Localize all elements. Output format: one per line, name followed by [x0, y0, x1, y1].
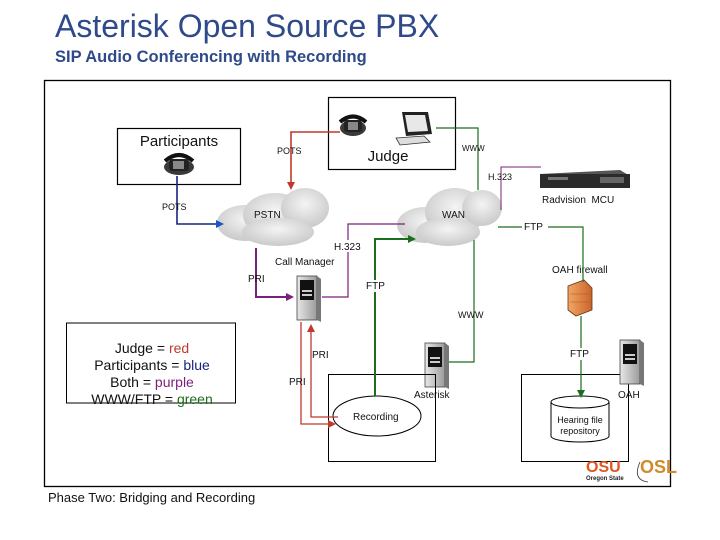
arrow-rec-red	[328, 420, 336, 428]
pots-participants-label: POTS	[162, 202, 187, 212]
recording-label: Recording	[353, 412, 399, 423]
cm-h323-line	[322, 223, 405, 298]
call-manager-server-icon	[296, 275, 321, 322]
repository-cylinder-icon	[550, 395, 610, 443]
asterisk-www-line	[449, 240, 475, 363]
ftp-recording-label: FTP	[366, 281, 385, 292]
arrow-cm-purple	[286, 293, 294, 301]
recording-ftp-line	[374, 238, 412, 396]
participants-pots-line	[176, 176, 220, 225]
judge-www-line	[436, 127, 479, 190]
pstn-label: PSTN	[254, 210, 281, 221]
judge-pots-line	[290, 131, 340, 186]
participants-label: Participants	[140, 133, 218, 150]
judge-label: Judge	[368, 148, 409, 165]
osu-logo-subtext: Oregon State	[586, 476, 624, 482]
oah-firewall-label: OAH firewall	[552, 265, 608, 276]
pri-up-label: PRI	[312, 350, 329, 361]
diagram-caption: Phase Two: Bridging and Recording	[48, 490, 256, 505]
arrow-repo-green	[577, 390, 585, 398]
page-subtitle: SIP Audio Conferencing with Recording	[55, 48, 367, 66]
h323-cm-label: H.323	[334, 242, 361, 253]
pri-up-line	[310, 328, 338, 418]
asterisk-label: Asterisk	[414, 390, 451, 401]
recording-box	[328, 374, 436, 462]
arrow-pstn-red	[287, 182, 295, 190]
legend-www-ftp: WWW/FTP = green	[91, 391, 213, 407]
pri-pstn-label: PRI	[248, 274, 265, 285]
legend-participants: Participants = blue	[94, 357, 210, 373]
recording-ellipse	[332, 395, 422, 437]
osl-logo: OSL	[640, 457, 677, 477]
wan-cloud	[397, 188, 502, 246]
arrow-pstn-blue	[216, 220, 224, 228]
oah-label: OAH	[618, 390, 640, 401]
pstn-cloud	[217, 188, 329, 246]
repository-label-2: repository	[560, 426, 600, 436]
call-manager-label: Call Manager	[275, 257, 335, 268]
legend-both: Both = purple	[110, 374, 194, 390]
judge-phone-icon	[338, 114, 368, 136]
asterisk-server-icon	[424, 342, 449, 389]
www-judge-label: WWW	[462, 144, 485, 153]
diagram-frame	[43, 79, 672, 488]
firewall-icon	[567, 279, 593, 317]
mcu-h323-line	[500, 166, 541, 210]
pots-judge-label: POTS	[277, 146, 302, 156]
legend-judge: Judge = red	[114, 340, 190, 356]
pstn-pri-line	[255, 248, 290, 298]
participants-phone-icon	[163, 153, 195, 175]
ftp-repo-label: FTP	[570, 349, 589, 360]
ftp-wan-label: FTP	[524, 222, 543, 233]
color-legend: Judge = red Participants = blue Both = p…	[68, 340, 236, 408]
oah-server-icon	[619, 339, 644, 386]
oah-box	[521, 374, 629, 462]
www-asterisk-label: WWW	[458, 310, 484, 320]
arrow-cm-red	[307, 324, 315, 332]
judge-computer-icon	[395, 112, 432, 146]
osl-logo-swirl	[636, 461, 649, 483]
page-title: Asterisk Open Source PBX	[55, 8, 440, 44]
repository-label-1: Hearing file	[557, 415, 603, 425]
participants-box	[116, 127, 242, 186]
radvision-mcu-icon	[540, 170, 630, 188]
radvision-label: Radvision MCU	[542, 195, 614, 206]
arrow-wan-green	[408, 235, 416, 243]
wan-label: WAN	[442, 210, 465, 221]
osu-logo: OSU	[586, 459, 621, 476]
pri-down-label: PRI	[289, 377, 306, 388]
h323-mcu-label: H.323	[488, 172, 512, 182]
legend-box	[66, 322, 236, 404]
pri-down-line	[300, 322, 332, 425]
